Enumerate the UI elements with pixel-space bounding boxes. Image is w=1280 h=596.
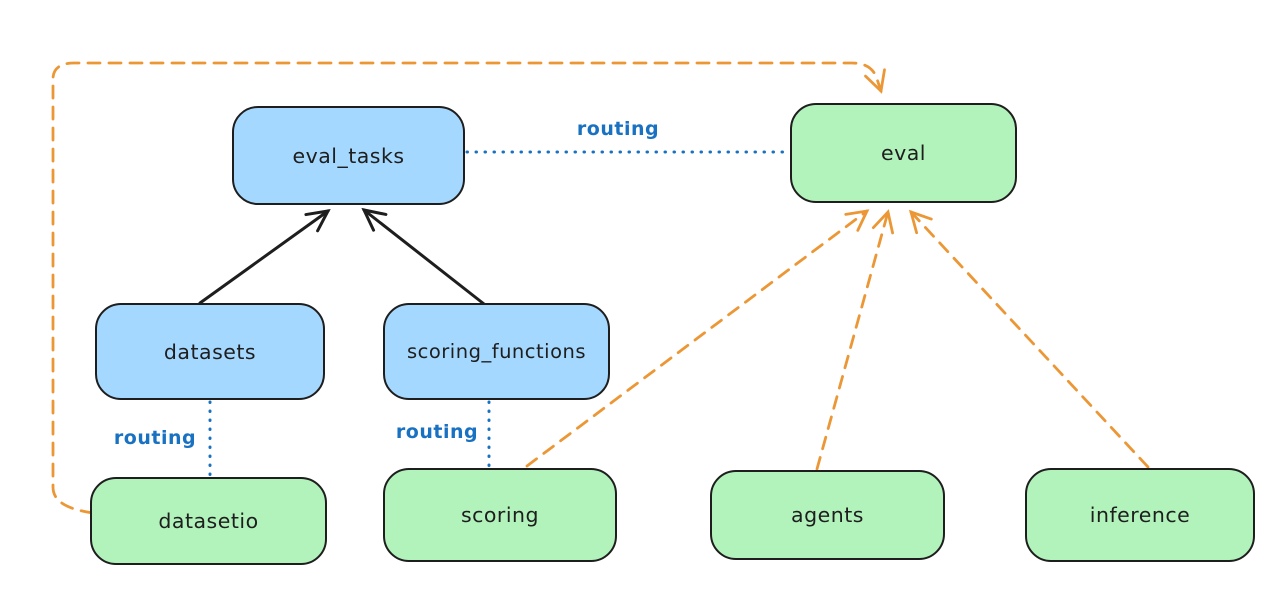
node-eval: eval: [790, 103, 1017, 203]
node-datasets: datasets: [95, 303, 325, 400]
node-inference: inference: [1025, 468, 1255, 562]
edge-inference-to-eval: [908, 209, 1150, 469]
edge-label-routing-datasets-datasetio: routing: [113, 427, 197, 449]
edge-agents-to-eval: [815, 209, 894, 471]
node-agents: agents: [710, 470, 945, 560]
node-eval-tasks: eval_tasks: [232, 106, 465, 205]
node-scoring-functions: scoring_functions: [383, 303, 610, 400]
edge-label-routing-scoring-functions-scoring: routing: [395, 421, 479, 443]
node-scoring: scoring: [383, 468, 617, 562]
edge-datasets-to-eval-tasks: [198, 209, 331, 305]
edge-scoring-functions-to-eval-tasks: [361, 207, 486, 306]
edge-datasetio-to-eval: [51, 61, 886, 515]
node-datasetio: datasetio: [90, 477, 327, 565]
edge-label-routing-eval-tasks-eval: routing: [576, 118, 660, 140]
edge-scoring-to-eval: [525, 209, 870, 468]
